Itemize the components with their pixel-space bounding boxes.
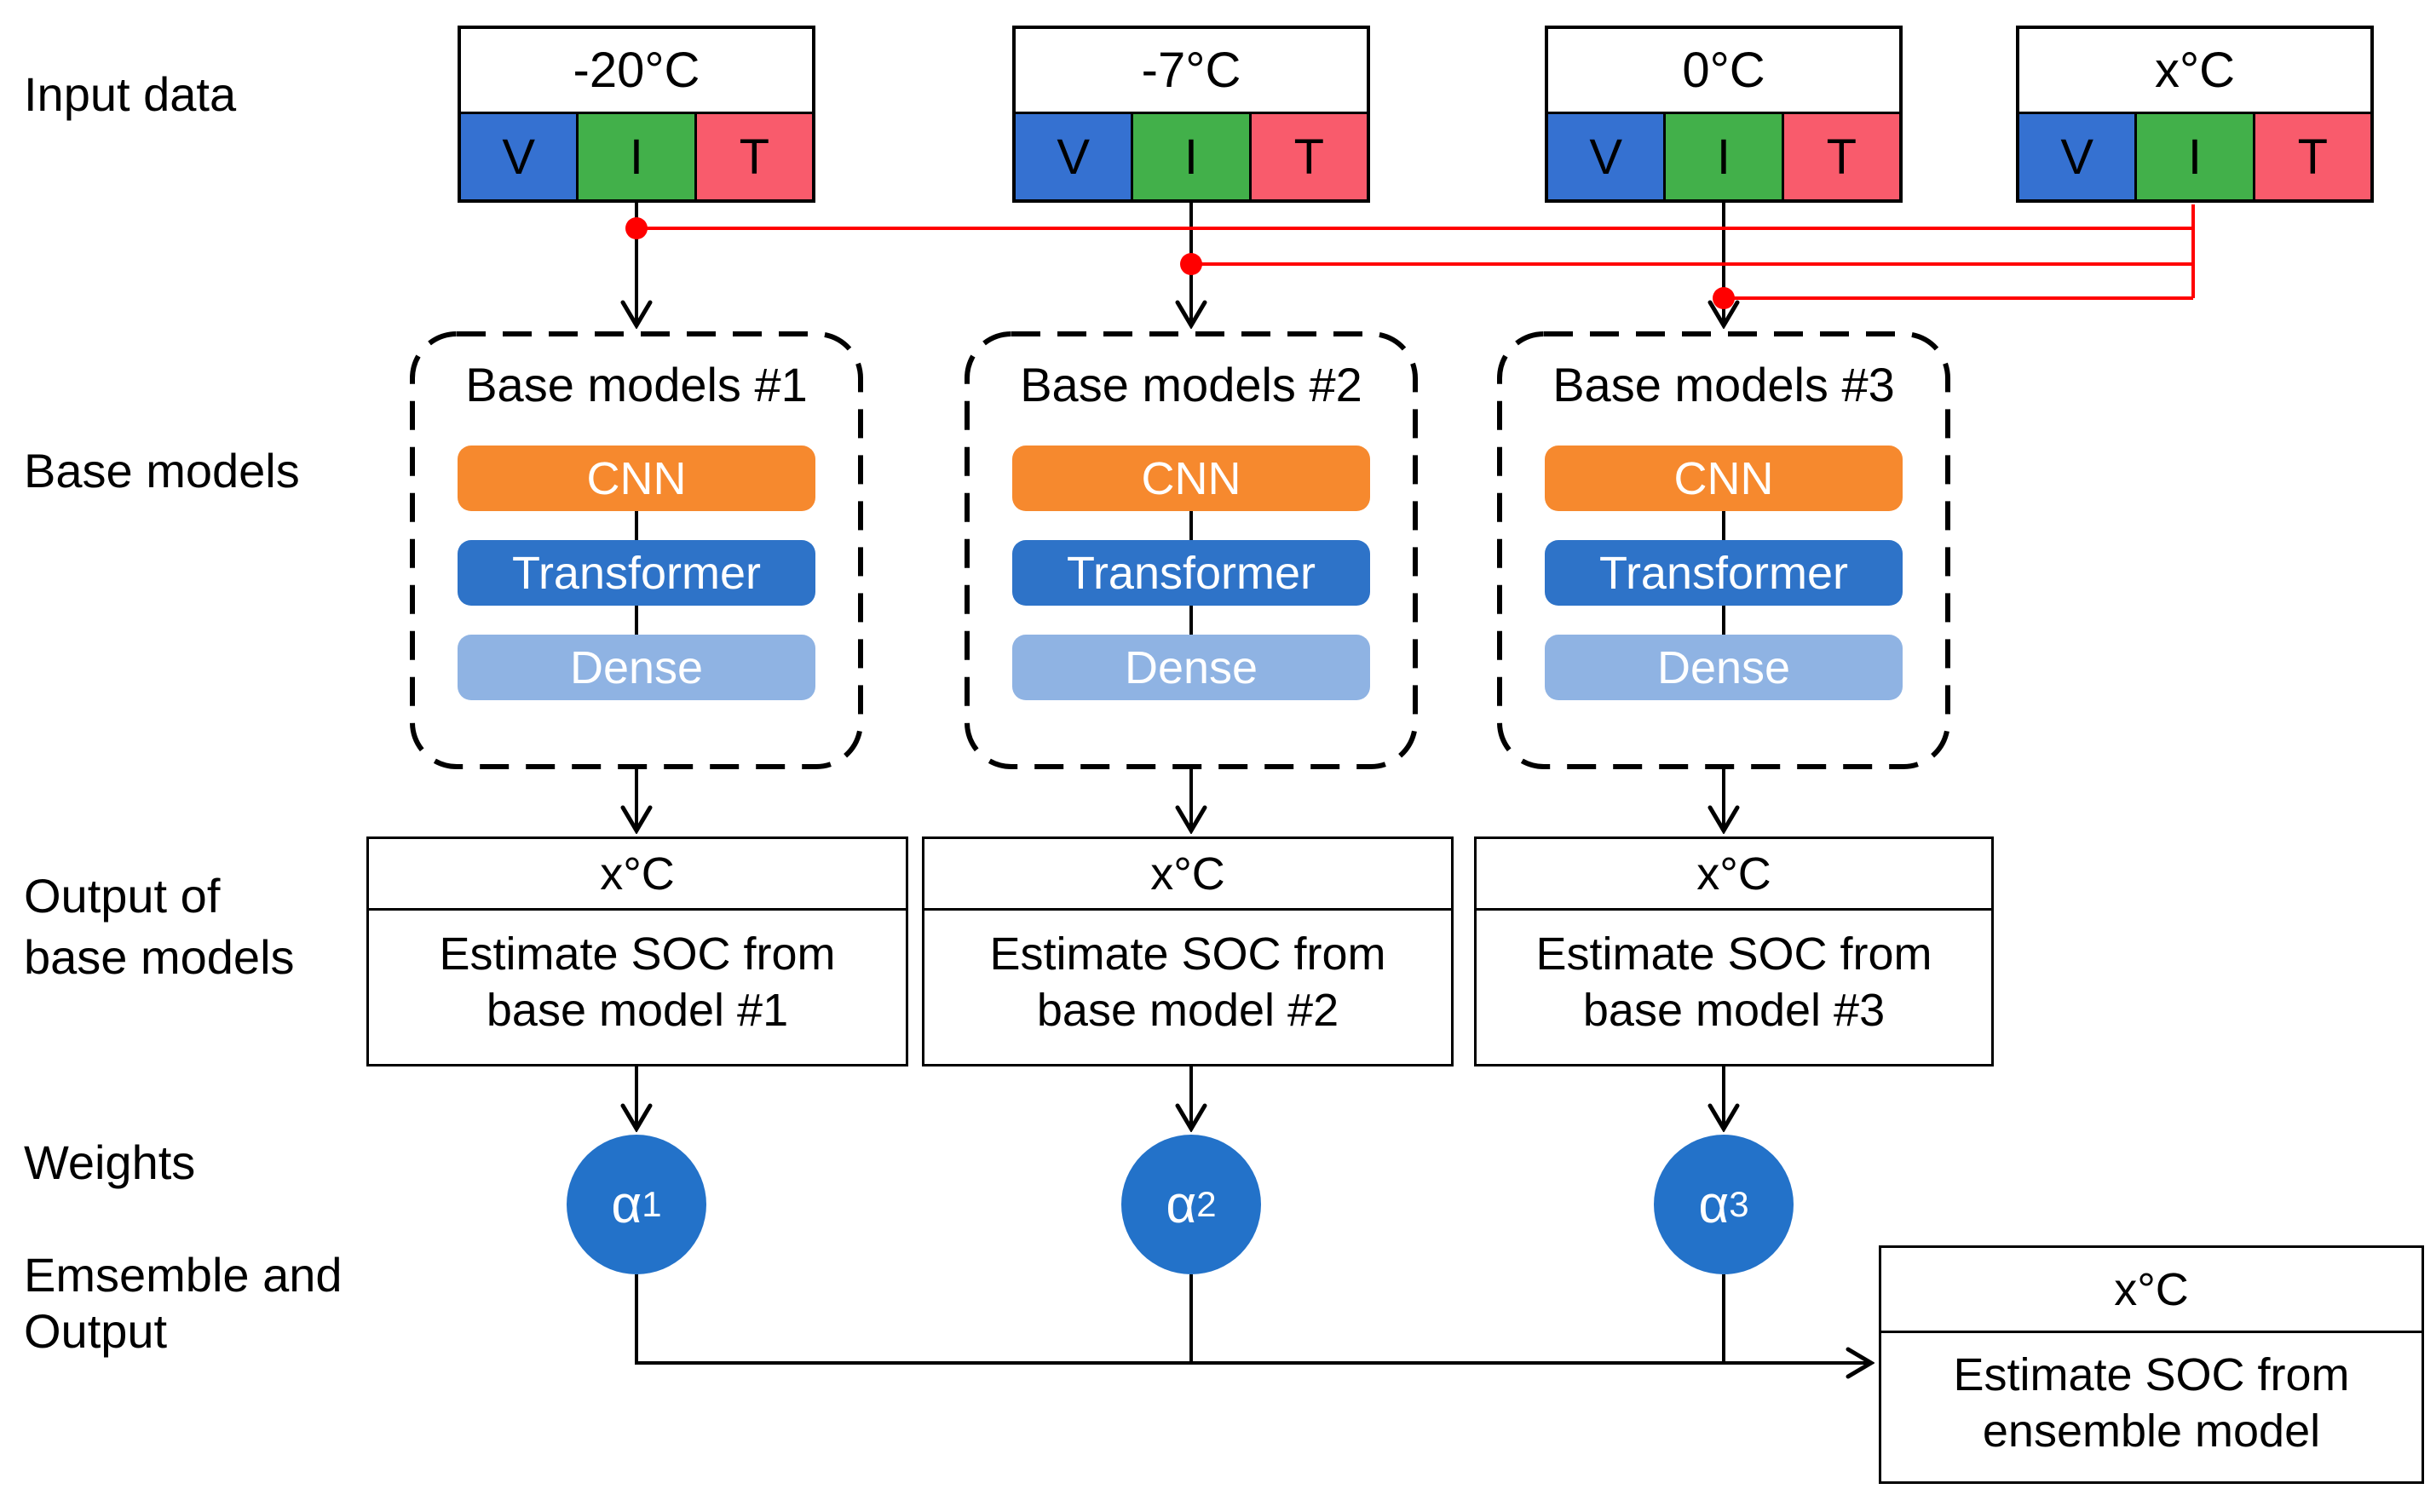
input-temperature-label: -7°C <box>1016 29 1367 114</box>
input-temperature-label: x°C <box>2019 29 2370 114</box>
cnn-block-2: CNN <box>1012 446 1370 511</box>
cnn-block-3: CNN <box>1545 446 1903 511</box>
input-channel-cells: V I T <box>1548 114 1899 199</box>
base-models-2-title: Base models #2 <box>1020 358 1362 411</box>
label-output-of-line2: base models <box>24 930 295 984</box>
output-body-1-line1: Estimate SOC from <box>439 928 836 980</box>
label-ensemble-and-output: Emsemble and Output <box>24 1247 343 1360</box>
temperature-cell: T <box>1783 114 1899 199</box>
cnn-block-1: CNN <box>458 446 815 511</box>
label-weights: Weights <box>24 1135 196 1189</box>
transformer-block-3: Transformer <box>1545 540 1903 606</box>
voltage-cell: V <box>461 114 577 199</box>
current-cell: I <box>576 114 697 199</box>
current-cell: I <box>2134 114 2255 199</box>
alpha-symbol: α <box>611 1175 642 1234</box>
output-box-2: x°C Estimate SOC from base model #2 <box>922 836 1454 1066</box>
alpha-symbol: α <box>1166 1175 1197 1234</box>
base-models-3-title: Base models #3 <box>1552 358 1895 411</box>
red-junction-dot-1 <box>625 217 648 239</box>
input-channel-cells: V I T <box>1016 114 1367 199</box>
input-channel-cells: V I T <box>2019 114 2370 199</box>
output-body-3-line2: base model #3 <box>1582 985 1886 1036</box>
input-temperature-label: -20°C <box>461 29 812 114</box>
ensemble-body-line2: ensemble model <box>1982 1406 2321 1457</box>
label-ensemble-line2: Output <box>24 1304 168 1358</box>
output-body-1-line2: base model #1 <box>486 985 789 1036</box>
voltage-cell: V <box>1548 114 1664 199</box>
output-box-1: x°C Estimate SOC from base model #1 <box>366 836 908 1066</box>
voltage-cell: V <box>1016 114 1132 199</box>
red-junction-dot-2 <box>1180 253 1202 275</box>
output-header-2: x°C <box>924 839 1451 911</box>
current-cell: I <box>1663 114 1784 199</box>
red-junction-dot-3 <box>1713 287 1735 309</box>
label-output-of-base-models: Output of base models <box>24 865 295 988</box>
ensemble-body: Estimate SOC from ensemble model <box>1881 1333 2422 1459</box>
current-cell: I <box>1131 114 1252 199</box>
input-box-xc: x°C V I T <box>2016 26 2374 203</box>
label-base-models: Base models <box>24 444 300 497</box>
input-box-0c: 0°C V I T <box>1545 26 1903 203</box>
output-body-2: Estimate SOC from base model #2 <box>924 911 1451 1038</box>
output-body-1: Estimate SOC from base model #1 <box>369 911 906 1038</box>
output-body-3: Estimate SOC from base model #3 <box>1477 911 1991 1038</box>
output-box-3: x°C Estimate SOC from base model #3 <box>1474 836 1994 1066</box>
temperature-cell: T <box>1251 114 1367 199</box>
dense-block-2: Dense <box>1012 635 1370 700</box>
input-box-minus20c: -20°C V I T <box>458 26 815 203</box>
input-channel-cells: V I T <box>461 114 812 199</box>
temperature-cell: T <box>696 114 812 199</box>
dense-block-1: Dense <box>458 635 815 700</box>
ensemble-output-box: x°C Estimate SOC from ensemble model <box>1879 1245 2424 1484</box>
output-header-1: x°C <box>369 839 906 911</box>
alpha-symbol: α <box>1698 1175 1730 1234</box>
voltage-cell: V <box>2019 114 2135 199</box>
transformer-block-2: Transformer <box>1012 540 1370 606</box>
label-output-of-line1: Output of <box>24 869 221 923</box>
dense-block-3: Dense <box>1545 635 1903 700</box>
transformer-block-1: Transformer <box>458 540 815 606</box>
label-input-data: Input data <box>24 67 237 121</box>
label-ensemble-line1: Emsemble and <box>24 1248 343 1302</box>
ensemble-body-line1: Estimate SOC from <box>1953 1349 2350 1400</box>
temperature-cell: T <box>2255 114 2370 199</box>
input-box-minus7c: -7°C V I T <box>1012 26 1370 203</box>
ensemble-header: x°C <box>1881 1248 2422 1333</box>
output-body-2-line1: Estimate SOC from <box>989 928 1386 980</box>
base-models-1-title: Base models #1 <box>465 358 808 411</box>
ensemble-collector-line <box>635 1274 1871 1363</box>
output-header-3: x°C <box>1477 839 1991 911</box>
output-body-2-line2: base model #2 <box>1036 985 1339 1036</box>
output-body-3-line1: Estimate SOC from <box>1535 928 1932 980</box>
input-temperature-label: 0°C <box>1548 29 1899 114</box>
